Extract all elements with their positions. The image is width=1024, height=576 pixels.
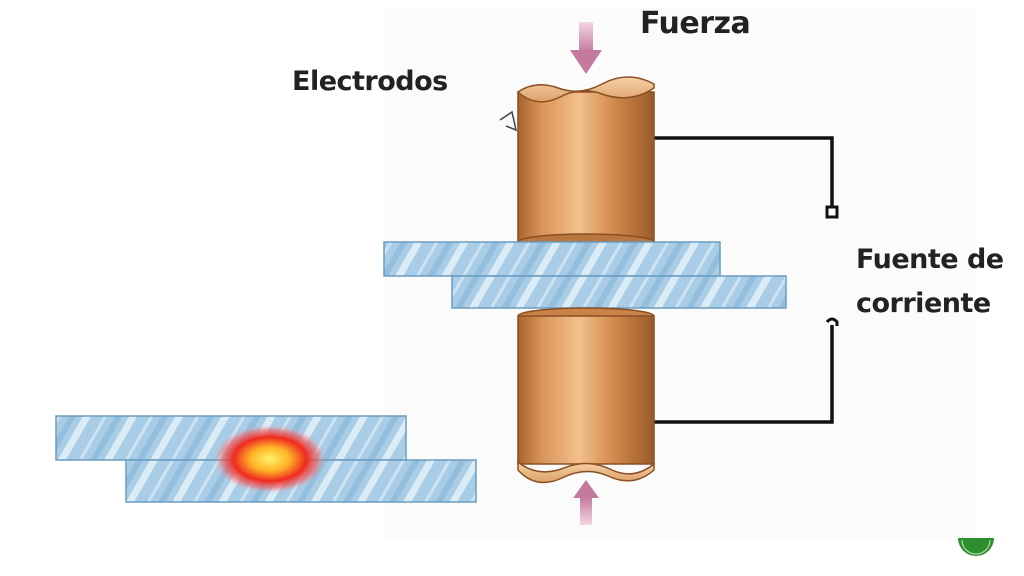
arrow-down-icon bbox=[570, 22, 602, 74]
upper-electrode bbox=[516, 76, 655, 251]
power-source-label-line2: corriente bbox=[856, 288, 991, 319]
electrode-pointer bbox=[499, 110, 518, 132]
lower-electrode bbox=[517, 307, 655, 484]
power-source-label: Fuente de corriente bbox=[856, 238, 1004, 326]
power-source-label-line1: Fuente de bbox=[856, 244, 1004, 275]
weld-nugget bbox=[214, 425, 326, 493]
electrodes-label: Electrodos bbox=[292, 66, 448, 97]
force-label: Fuerza bbox=[640, 6, 751, 41]
lower-sheet bbox=[451, 275, 787, 309]
arrow-up-icon bbox=[573, 480, 599, 525]
power-terminal bbox=[825, 205, 839, 326]
circuit-wire bbox=[654, 136, 834, 424]
green-circle-icon bbox=[958, 538, 994, 556]
upper-sheet bbox=[383, 241, 721, 277]
